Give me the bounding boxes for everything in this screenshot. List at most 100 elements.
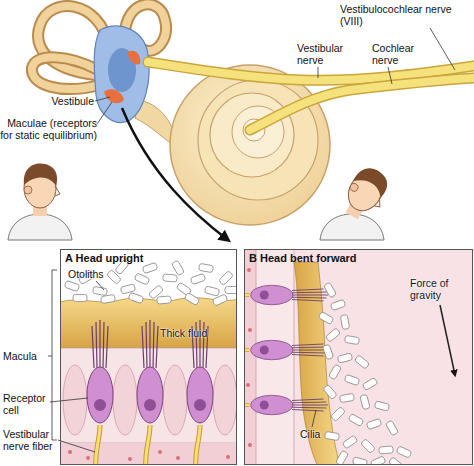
otolith-crystal [388, 457, 403, 465]
ear [349, 182, 360, 193]
supporting-cell [113, 365, 137, 435]
leader-line [312, 410, 316, 427]
cochlear-nerve [250, 78, 474, 130]
nose [374, 197, 383, 208]
leader-line [318, 67, 319, 78]
semicircular-canal [32, 57, 100, 89]
vestibule [94, 26, 149, 122]
otolith-crystal [92, 286, 107, 295]
cochlear-nerve [250, 78, 474, 130]
tissue-dot [128, 457, 132, 461]
tissue-dot [247, 268, 251, 272]
otolith-crystal [362, 377, 378, 390]
semicircular-canal [32, 57, 100, 89]
panel-heading: B Head bent forward [245, 250, 472, 267]
leader-line [430, 28, 455, 70]
receptor-cell [137, 320, 163, 465]
otolith-crystal [344, 374, 360, 385]
otolith-crystal [142, 262, 158, 273]
otolith-crystal [318, 311, 334, 324]
macula-bracket [48, 270, 57, 440]
otolith-crystal [323, 282, 336, 298]
panel-box: A Head upright [60, 249, 237, 465]
leader-line [96, 281, 104, 290]
otolith-crystal [325, 328, 340, 342]
leader-line [388, 67, 392, 84]
receptor-cell [244, 340, 328, 360]
otolith-crystal [385, 420, 398, 436]
supporting-cell [213, 365, 237, 435]
part-label: Force of gravity [410, 277, 470, 301]
panel-heading: A Head upright [61, 250, 236, 267]
leader-line [97, 102, 112, 124]
macula-patch [104, 89, 124, 103]
head-bent [320, 162, 395, 240]
tissue-dot [86, 456, 90, 460]
otolith-crystal [360, 394, 370, 409]
otolith-crystal [324, 431, 339, 440]
otolith-crystal [163, 274, 178, 282]
thick-fluid-layer [60, 298, 237, 348]
otolith-crystal [354, 355, 369, 369]
otolith-crystal [328, 364, 341, 380]
otolith-crystal [219, 271, 234, 286]
ear [24, 186, 32, 194]
hair [352, 162, 392, 198]
tissue-dot [176, 456, 180, 460]
receptor-cell [187, 320, 213, 465]
tissue-dot [248, 443, 252, 447]
otolith-crystal [190, 273, 206, 284]
macula-patch [128, 51, 140, 65]
hair [24, 164, 57, 186]
otolith-crystal [361, 439, 376, 454]
otolith-crystal [120, 284, 135, 294]
otolith-crystal [198, 263, 213, 272]
otolith-crystal [330, 299, 346, 310]
part-label: Maculae (receptors for static equilibriu… [0, 117, 97, 141]
part-label: Macula [3, 350, 49, 362]
tissue-dot [68, 450, 72, 454]
tissue-dot [246, 383, 250, 387]
gravity-arrow [440, 305, 455, 375]
part-label: Thick fluid [160, 327, 230, 339]
basement-layer [244, 249, 256, 465]
receptor-cell [87, 320, 113, 465]
otolith-crystal [323, 384, 337, 399]
otolith-crystal [134, 273, 150, 285]
otolith-crystal [370, 456, 386, 465]
otolith-crystal [379, 446, 394, 454]
head-upright [8, 164, 72, 240]
part-label: Vestibule [28, 95, 94, 107]
otolith-crystal [366, 418, 382, 429]
otolith-crystal [337, 353, 352, 363]
otolith-crystal [348, 413, 364, 426]
otolith-crystal [225, 287, 237, 294]
supporting-cell [163, 365, 187, 435]
shirt [8, 214, 72, 240]
otolith-crystal [340, 314, 349, 329]
otolith-crystal [322, 344, 333, 360]
otolith-crystal [64, 280, 80, 291]
leader-line [50, 398, 88, 402]
receptor-cell [244, 285, 328, 305]
tissue-dot [248, 328, 252, 332]
tissue-dot [158, 450, 162, 454]
leader-line [95, 97, 110, 101]
shirt [320, 214, 384, 240]
part-label: Vestibular nerve fiber [3, 428, 61, 452]
cochlea [170, 65, 330, 225]
otolith-crystal [342, 435, 357, 449]
otolith-crystal [73, 295, 87, 302]
otolith-crystal [204, 286, 219, 296]
part-label: Otoliths [68, 268, 118, 280]
otolith-crystal [184, 292, 200, 305]
otolith-crystal [352, 457, 367, 465]
leader-line [58, 440, 95, 452]
otolith-crystal [331, 407, 346, 422]
part-label: Vestibulocochlear nerve (VIII) [340, 3, 452, 27]
cochlea-turn [198, 80, 318, 200]
otolith-crystal [339, 393, 354, 402]
pointer-arrow [122, 108, 228, 240]
tissue-dot [226, 455, 230, 459]
otolith-crystal [212, 294, 228, 306]
